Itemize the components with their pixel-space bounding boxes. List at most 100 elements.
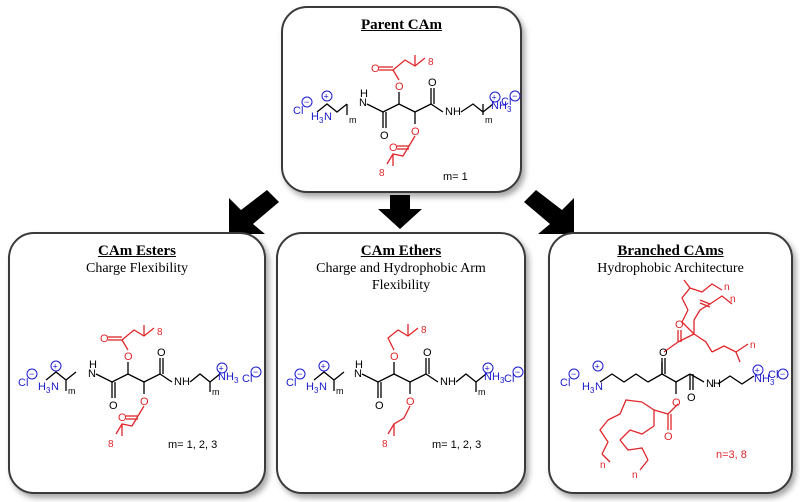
parent-amide-n-left: N <box>359 97 367 109</box>
parent-plus-left: + <box>324 92 329 102</box>
svg-text:−: − <box>571 369 576 379</box>
parent-carbonyl-o-left: O <box>380 130 389 142</box>
svg-text:8: 8 <box>157 327 163 338</box>
cam-esters-header: CAm Esters Charge Flexibility <box>10 242 264 277</box>
branched-labels: Cl − H 3 N + O O N H NH 3 + Cl − O O O n… <box>560 282 789 481</box>
svg-text:O: O <box>389 142 398 154</box>
svg-text:H: H <box>89 359 97 371</box>
branched-cams-structure: Cl − H 3 N + O O N H NH 3 + Cl − O O O n… <box>560 279 789 481</box>
svg-text:O: O <box>687 392 696 404</box>
svg-text:Cl: Cl <box>504 373 514 385</box>
svg-text:NH: NH <box>218 371 234 383</box>
svg-text:8: 8 <box>108 439 114 450</box>
cam-ethers-subtitle: Charge and Hydrophobic Arm Flexibility <box>316 261 486 293</box>
svg-text:H: H <box>713 378 721 390</box>
svg-text:Cl: Cl <box>286 377 296 389</box>
branched-cams-panel: Branched CAms Hydrophobic Architecture <box>548 232 793 494</box>
svg-text:H: H <box>448 376 456 388</box>
branched-hydrophobic-arms <box>599 279 749 471</box>
arrow-down <box>378 195 422 229</box>
svg-text:NH: NH <box>484 371 500 383</box>
parent-cam-structure: Cl − H 3 N + m N H O O N H m NH 3 + Cl −… <box>293 55 521 183</box>
svg-text:8: 8 <box>382 439 388 450</box>
svg-text:N: N <box>88 368 96 380</box>
svg-text:N: N <box>440 376 448 388</box>
svg-text:8: 8 <box>421 325 427 336</box>
svg-text:n: n <box>750 340 756 351</box>
cam-ethers-m-value: m= 1, 2, 3 <box>432 439 481 451</box>
branched-n-value: n=3, 8 <box>716 449 747 461</box>
svg-text:O: O <box>664 431 673 443</box>
svg-text:−: − <box>515 367 520 377</box>
svg-text:+: + <box>321 362 326 372</box>
cam-esters-panel: CAm Esters Charge Flexibility <box>8 232 266 494</box>
svg-text:N: N <box>354 368 362 380</box>
svg-text:3: 3 <box>500 376 505 385</box>
svg-text:Cl: Cl <box>560 377 570 389</box>
svg-text:−: − <box>29 369 34 379</box>
parent-minus-right: − <box>512 91 517 101</box>
svg-text:−: − <box>780 369 785 379</box>
svg-text:3: 3 <box>507 105 512 114</box>
svg-text:3: 3 <box>46 386 51 395</box>
parent-minus-left: − <box>304 97 309 107</box>
svg-text:O: O <box>124 351 133 363</box>
parent-h3n-left: H <box>311 111 319 123</box>
svg-text:O: O <box>118 412 127 424</box>
cam-ethers-title: CAm Ethers <box>360 243 442 259</box>
branched-cams-subtitle: Hydrophobic Architecture <box>597 261 744 276</box>
parent-cam-header: Parent CAm <box>283 16 520 34</box>
svg-text:O: O <box>675 319 684 331</box>
parent-m-value: m= 1 <box>443 171 468 183</box>
parent-ester-o-top: O <box>395 81 404 93</box>
cam-esters-title: CAm Esters <box>98 243 176 259</box>
ethers-labels: Cl − H 3 N + m N H O O N H m NH 3 + Cl −… <box>286 325 524 451</box>
svg-text:3: 3 <box>770 378 775 387</box>
parent-plus-right: + <box>492 93 497 103</box>
svg-text:N: N <box>595 381 603 393</box>
esters-backbone <box>45 358 221 398</box>
esters-labels: Cl − H 3 N + m N H O O N H m NH 3 + Cl −… <box>18 327 262 451</box>
svg-text:O: O <box>100 333 109 345</box>
svg-text:N: N <box>324 111 332 123</box>
svg-text:H: H <box>38 381 46 393</box>
svg-text:O: O <box>109 400 118 412</box>
svg-text:O: O <box>659 347 668 359</box>
svg-text:n: n <box>724 282 730 293</box>
cam-ethers-header: CAm Ethers Charge and Hydrophobic Arm Fl… <box>278 242 524 294</box>
svg-text:Cl: Cl <box>18 377 28 389</box>
svg-text:H: H <box>582 381 590 393</box>
svg-text:Cl: Cl <box>768 369 778 381</box>
svg-text:3: 3 <box>314 386 319 395</box>
svg-text:+: + <box>219 364 224 374</box>
svg-text:3: 3 <box>234 376 239 385</box>
parent-nh3-right: NH <box>491 100 507 112</box>
parent-chloride-left: Cl <box>293 105 303 117</box>
arrow-down-right <box>524 190 574 234</box>
cam-ethers-panel: CAm Ethers Charge and Hydrophobic Arm Fl… <box>276 232 526 494</box>
svg-text:n: n <box>632 470 638 481</box>
svg-text:H: H <box>355 359 363 371</box>
svg-text:N: N <box>174 376 182 388</box>
svg-text:O: O <box>406 396 415 408</box>
svg-text:3: 3 <box>319 116 324 125</box>
svg-text:n: n <box>730 294 736 305</box>
parent-backbone <box>316 88 494 128</box>
svg-text:m: m <box>336 386 344 396</box>
svg-text:+: + <box>485 364 490 374</box>
svg-text:H: H <box>453 106 461 118</box>
svg-text:3: 3 <box>590 386 595 395</box>
cam-esters-m-value: m= 1, 2, 3 <box>168 439 217 451</box>
svg-text:N: N <box>706 378 714 390</box>
svg-text:m: m <box>478 387 486 397</box>
arrow-down-left <box>229 190 279 234</box>
svg-text:m: m <box>212 387 220 397</box>
svg-text:NH: NH <box>754 373 770 385</box>
svg-text:O: O <box>375 400 384 412</box>
svg-text:−: − <box>297 369 302 379</box>
branched-cams-header: Branched CAms Hydrophobic Architecture <box>550 242 791 277</box>
ethers-hydrophobic-arms <box>387 324 419 436</box>
parent-cam-title: Parent CAm <box>361 17 442 33</box>
svg-text:H: H <box>182 376 190 388</box>
svg-text:O: O <box>157 347 166 359</box>
